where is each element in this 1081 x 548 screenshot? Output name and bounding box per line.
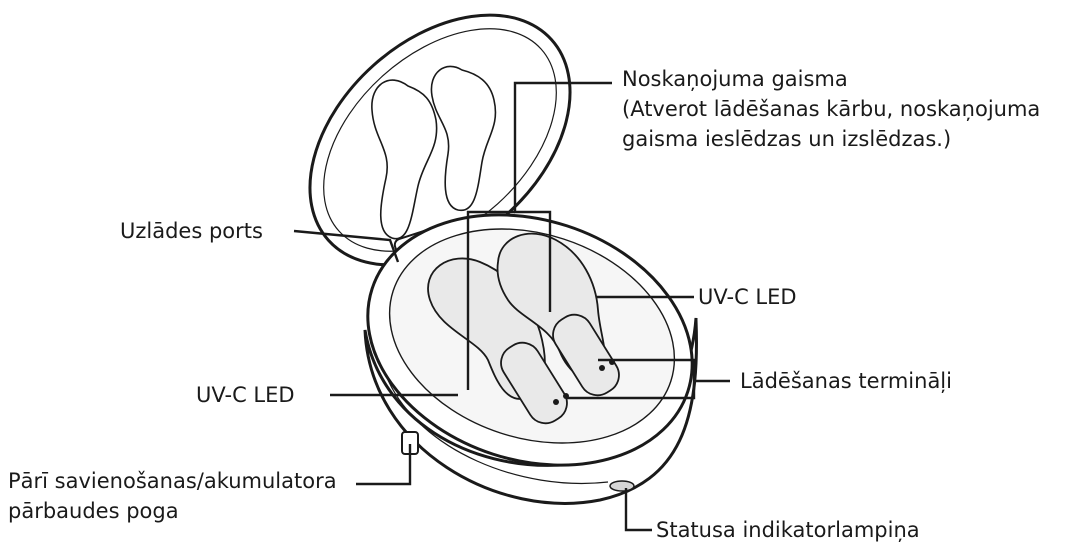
- label-mood-light-line3: gaisma ieslēdzas un izslēdzas.): [622, 127, 952, 151]
- label-status-light: Statusa indikatorlampiņa: [656, 515, 920, 545]
- leader-pairing-button: [356, 444, 412, 486]
- label-mood-light: Noskaņojuma gaisma (Atverot lādēšanas kā…: [622, 64, 1040, 154]
- terminal-dot-3: [599, 365, 605, 371]
- leader-terminals: [566, 358, 696, 400]
- label-pairing-button-line2: pārbaudes poga: [8, 499, 179, 523]
- label-terminals-text: Lādēšanas termināļi: [740, 369, 952, 393]
- label-mood-light-line1: Noskaņojuma gaisma: [622, 67, 848, 91]
- label-uvc-left: UV-C LED: [196, 380, 295, 410]
- status-light-shape: [609, 480, 635, 492]
- label-uvc-right-text: UV-C LED: [698, 285, 797, 309]
- base-side-line: [387, 379, 609, 485]
- lid-recess-right: [430, 65, 497, 211]
- label-pairing-button-line1: Pārī savienošanas/akumulatora: [8, 469, 337, 493]
- label-pairing-button: Pārī savienošanas/akumulatora pārbaudes …: [8, 466, 337, 526]
- earbuds: [427, 232, 620, 425]
- terminal-dot-1: [553, 399, 559, 405]
- label-charging-port: Uzlādes ports: [120, 216, 263, 246]
- leader-lines: [293, 81, 730, 532]
- leader-charging-port: [293, 229, 400, 263]
- stem-left: [500, 341, 568, 425]
- stem-right: [552, 313, 620, 397]
- lid-recess-left: [371, 79, 438, 240]
- label-status-light-text: Statusa indikatorlampiņa: [656, 518, 920, 542]
- lid-inner-rim: [323, 28, 557, 252]
- label-mood-light-line2: (Atverot lādēšanas kārbu, noskaņojuma: [622, 97, 1041, 121]
- leader-status-light: [624, 488, 652, 532]
- leader-mood-light-left: [466, 210, 515, 390]
- label-charging-port-text: Uzlādes ports: [120, 219, 263, 243]
- label-uvc-left-text: UV-C LED: [196, 383, 295, 407]
- label-terminals: Lādēšanas termināļi: [740, 366, 952, 396]
- label-uvc-right: UV-C LED: [698, 282, 797, 312]
